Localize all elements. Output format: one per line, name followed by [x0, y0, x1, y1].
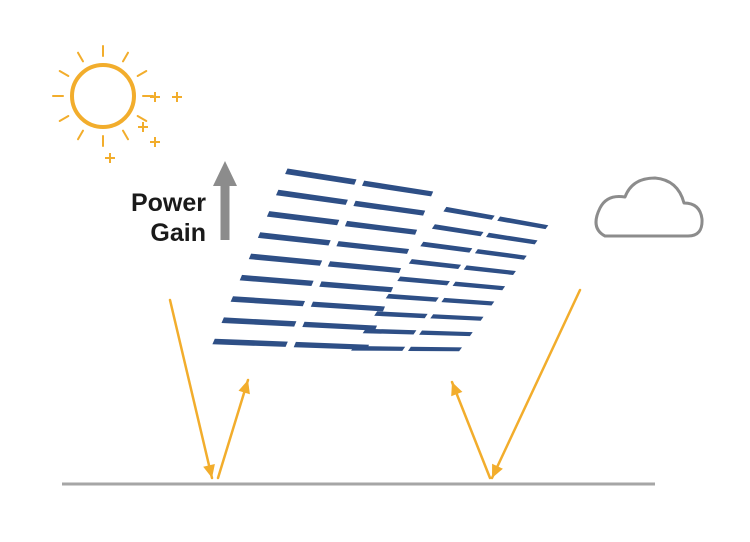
light-ray-icon — [490, 288, 582, 480]
sparkle-icon — [150, 137, 160, 147]
panel-cell — [353, 200, 426, 216]
sun-ray — [136, 70, 148, 77]
panel-cell — [327, 261, 402, 274]
up-arrow-icon — [213, 161, 237, 240]
light-ray-icon — [216, 378, 250, 480]
arrowhead-icon — [203, 464, 215, 478]
panel-cell — [374, 311, 428, 319]
panel-cell — [463, 265, 516, 275]
power-gain-label-line1: Power — [130, 189, 206, 217]
panel-cell — [266, 211, 340, 226]
panel-cell — [293, 341, 369, 350]
panel-cell — [362, 328, 417, 335]
panel-cell — [486, 232, 538, 245]
panel-cell — [285, 168, 357, 185]
panel-cell — [257, 232, 331, 246]
cloud-icon — [594, 176, 704, 238]
panel-cell — [397, 276, 450, 286]
sparkle-icon — [138, 122, 148, 132]
arrowhead-icon — [451, 382, 463, 397]
sun-ray — [77, 129, 84, 141]
arrowhead-icon — [238, 380, 250, 395]
panel-cell — [408, 346, 462, 352]
panel-cell — [452, 281, 506, 291]
sun-ray — [136, 115, 148, 122]
panel-cell — [344, 220, 418, 235]
panel-cell — [310, 301, 385, 312]
sparkle-icon — [150, 92, 160, 102]
panel-cell — [336, 241, 410, 254]
cloud-outline — [594, 176, 704, 238]
panel-cell — [221, 317, 297, 327]
panel-cell — [351, 346, 406, 351]
panel-cell — [431, 224, 484, 237]
panel-cell — [497, 216, 549, 230]
panel-cell — [276, 189, 348, 205]
reflection-rays — [168, 288, 582, 480]
light-ray-icon — [450, 380, 492, 480]
light-ray-icon — [168, 298, 214, 480]
panel-cell — [230, 296, 305, 307]
arrowhead-icon — [492, 463, 503, 478]
panel-cell — [248, 253, 323, 266]
sun-ray — [58, 115, 70, 122]
panel-cell — [385, 293, 439, 302]
panel-cell — [408, 259, 462, 269]
sparkle-icon — [105, 153, 115, 163]
sparkle-icon — [172, 92, 182, 102]
sun-ray — [77, 51, 84, 63]
panel-cell — [362, 180, 434, 197]
panel-cell — [420, 241, 473, 253]
panel-cell — [441, 297, 495, 306]
sun-disc — [70, 63, 136, 129]
panel-cell — [319, 281, 394, 293]
panel-cell — [302, 321, 377, 331]
panel-cell — [443, 206, 495, 220]
panel-cell — [239, 274, 314, 286]
sun-ray — [122, 51, 129, 63]
sun-icon — [52, 45, 182, 163]
panel-cell — [212, 338, 288, 347]
panel-cell — [474, 249, 527, 260]
solar-panel-icon — [212, 168, 549, 352]
panel-cell — [419, 330, 473, 337]
sun-ray — [122, 129, 129, 141]
panel-cell — [430, 314, 484, 321]
sun-ray — [58, 70, 70, 77]
power-gain-label-line2: Gain — [150, 219, 206, 247]
